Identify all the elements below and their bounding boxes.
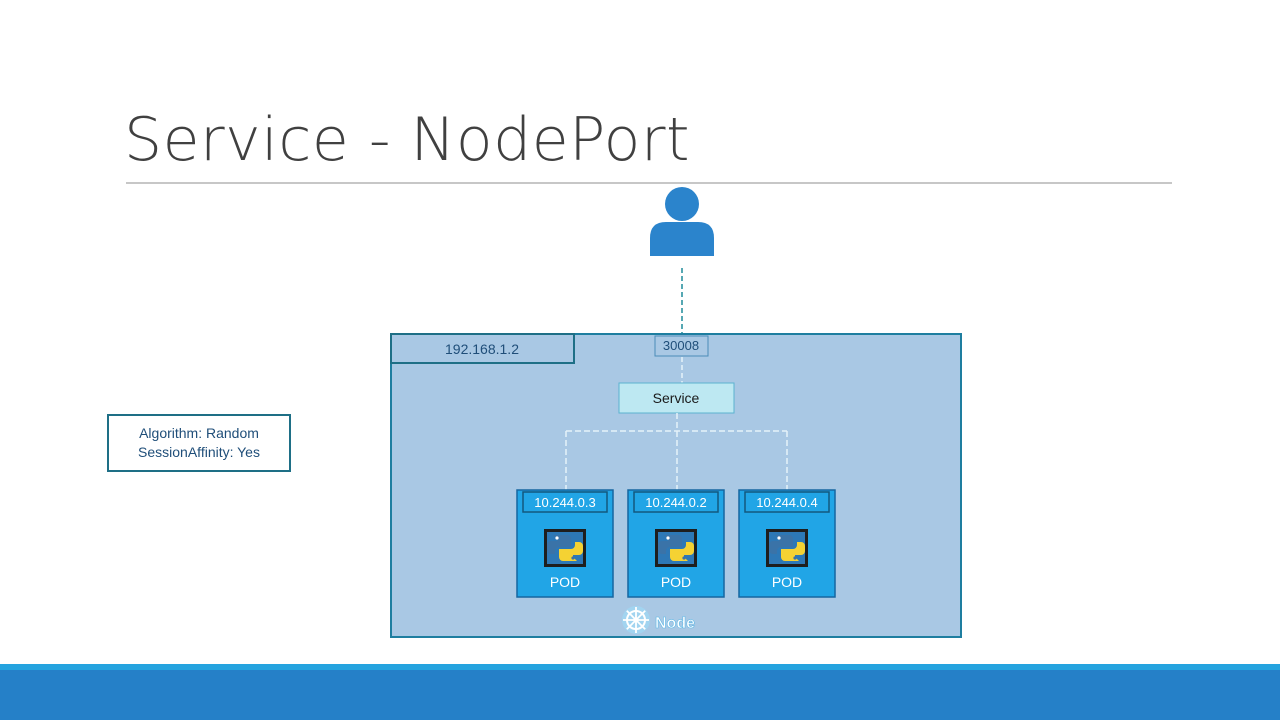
pod-ip: 10.244.0.3	[534, 495, 595, 510]
algorithm-info-box: Algorithm: Random SessionAffinity: Yes	[107, 414, 291, 472]
session-affinity-text: SessionAffinity: Yes	[138, 444, 260, 460]
kubernetes-helm-icon	[622, 606, 650, 634]
pod-ip: 10.244.0.4	[756, 495, 817, 510]
pod-label: POD	[661, 574, 691, 590]
pod-1: 10.244.0.3 POD	[516, 489, 614, 598]
pod-ip: 10.244.0.2	[645, 495, 706, 510]
title-divider	[126, 182, 1172, 184]
python-icon	[766, 529, 808, 567]
page-title: Service - NodePort	[124, 105, 691, 175]
node-ip-label: 192.168.1.2	[445, 341, 519, 357]
service-box: Service	[618, 382, 735, 414]
pod-label: POD	[772, 574, 802, 590]
pod-2: 10.244.0.2 POD	[627, 489, 725, 598]
node-port-label: 30008	[663, 338, 699, 353]
pod-label: POD	[550, 574, 580, 590]
node-ip-tab: 192.168.1.2	[390, 333, 575, 364]
node-label-group: Node	[622, 606, 695, 634]
service-label: Service	[653, 390, 700, 406]
service-pod-connectors	[565, 413, 788, 490]
algorithm-text: Algorithm: Random	[139, 425, 259, 441]
pod-3: 10.244.0.4 POD	[738, 489, 836, 598]
node-label: Node	[655, 615, 695, 632]
footer-accent-bar	[0, 664, 1280, 670]
footer-bar	[0, 670, 1280, 720]
python-icon	[655, 529, 697, 567]
node-port-box: 30008	[654, 335, 709, 357]
python-icon	[544, 529, 586, 567]
user-icon	[650, 187, 714, 256]
